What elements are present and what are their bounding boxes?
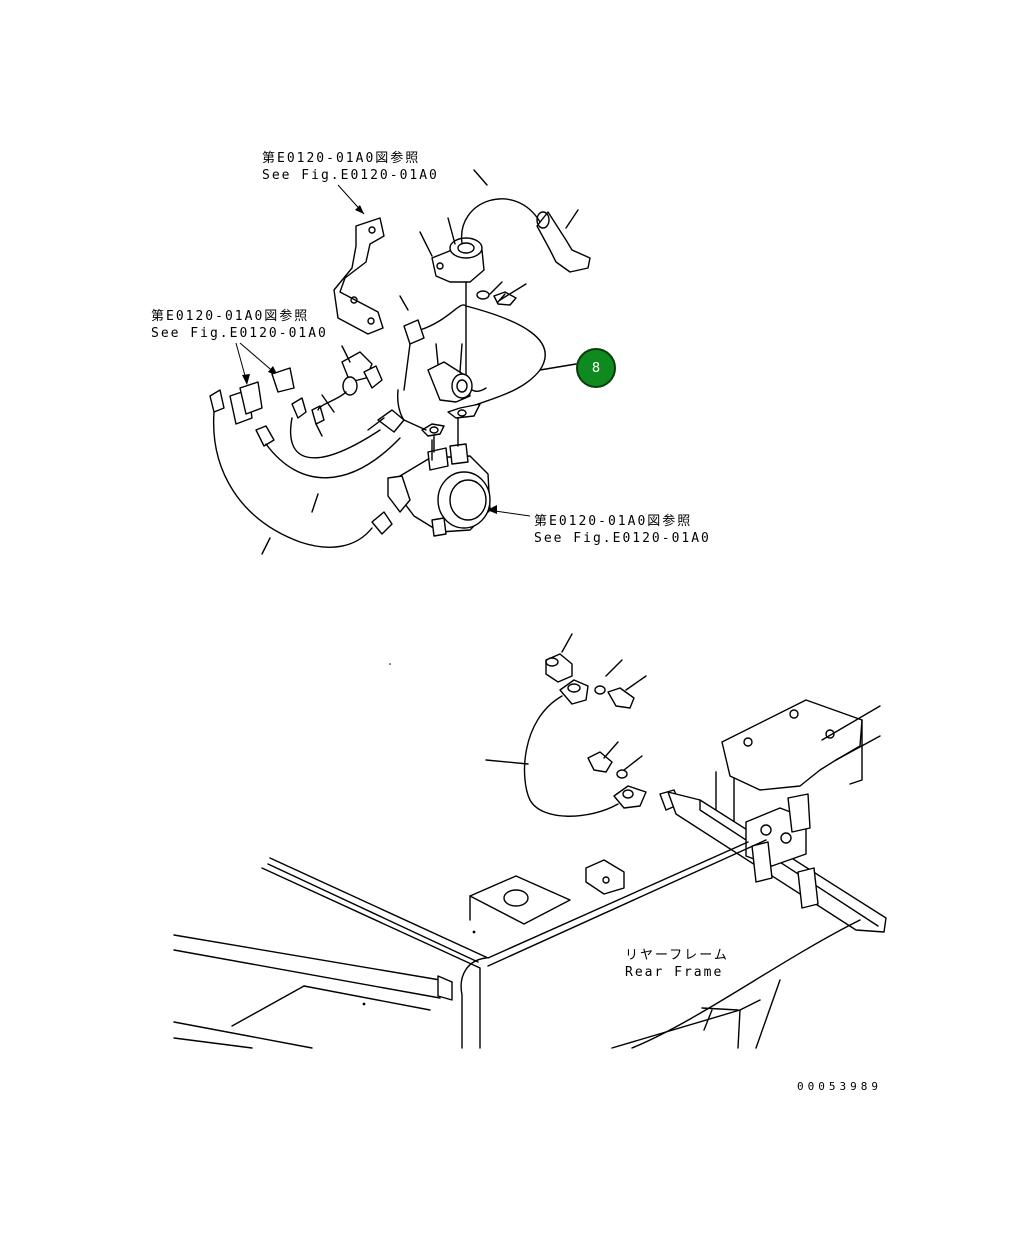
drawing-number: 00053989 — [797, 1080, 882, 1093]
upper-assembly — [209, 169, 591, 555]
ref-label-top-jp: 第E0120-01A0図参照 — [262, 151, 421, 166]
ref-label-top-en: See Fig.E0120-01A0 — [262, 168, 439, 183]
ref-label-right-en: See Fig.E0120-01A0 — [534, 531, 711, 546]
frame-label-jp: リヤーフレーム — [625, 948, 729, 963]
part-callout-8[interactable]: 8 — [576, 348, 616, 388]
ref-label-right-jp: 第E0120-01A0図参照 — [534, 514, 693, 529]
frame-label-en: Rear Frame — [625, 965, 724, 980]
callout-number: 8 — [591, 360, 601, 376]
ref-label-left-jp: 第E0120-01A0図参照 — [151, 309, 310, 324]
ref-label-left-en: See Fig.E0120-01A0 — [151, 326, 328, 341]
lower-assembly — [173, 633, 887, 1049]
